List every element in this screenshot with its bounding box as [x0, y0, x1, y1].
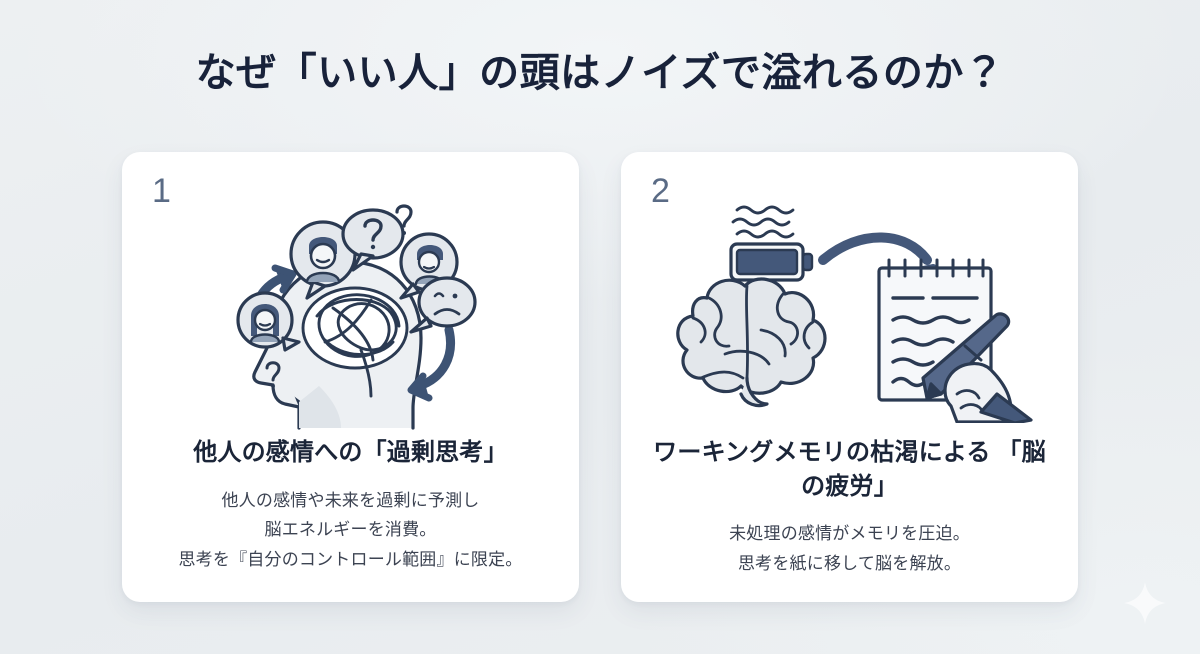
card-row: 1	[122, 152, 1078, 602]
card-1-body-line-2: 脳エネルギーを消費。	[264, 520, 437, 540]
card-1-body-line-3: 思考を『自分のコントロール範囲』に限定。	[178, 550, 523, 570]
card-2-text: ワーキングメモリの枯渇による 「脳の疲労」 未処理の感情がメモリを圧迫。 思考を…	[649, 436, 1050, 580]
overthinking-head-illustration	[150, 184, 551, 436]
page-title: なぜ「いい人」の頭はノイズで溢れるのか？	[195, 51, 1005, 95]
card-2[interactable]: 2	[621, 152, 1078, 602]
sparkle-icon	[1124, 582, 1166, 624]
card-1-heading: 他人の感情への「過剰思考」	[193, 439, 508, 466]
card-number-1: 1	[152, 172, 171, 210]
card-1[interactable]: 1	[122, 152, 579, 602]
card-1-body-line-1: 他人の感情や未来を過剰に予測し	[221, 490, 480, 510]
card-number-2: 2	[651, 172, 670, 210]
card-2-heading-line-2: 「脳の疲労」	[801, 439, 1046, 500]
card-2-heading-line-1: ワーキングメモリの枯渇による	[653, 439, 991, 466]
card-2-body-line-2: 思考を紙に移して脳を解放。	[737, 553, 962, 573]
card-2-body: 未処理の感情がメモリを圧迫。 思考を紙に移して脳を解放。	[729, 519, 970, 579]
card-1-body: 他人の感情や未来を過剰に予測し 脳エネルギーを消費。 思考を『自分のコントロール…	[179, 486, 523, 575]
card-2-heading: ワーキングメモリの枯渇による 「脳の疲労」	[649, 436, 1050, 503]
card-2-body-line-1: 未処理の感情がメモリを圧迫。	[729, 524, 970, 544]
brain-drain-notepad-illustration	[649, 184, 1050, 436]
card-1-text: 他人の感情への「過剰思考」 他人の感情や未来を過剰に予測し 脳エネルギーを消費。…	[150, 436, 551, 580]
